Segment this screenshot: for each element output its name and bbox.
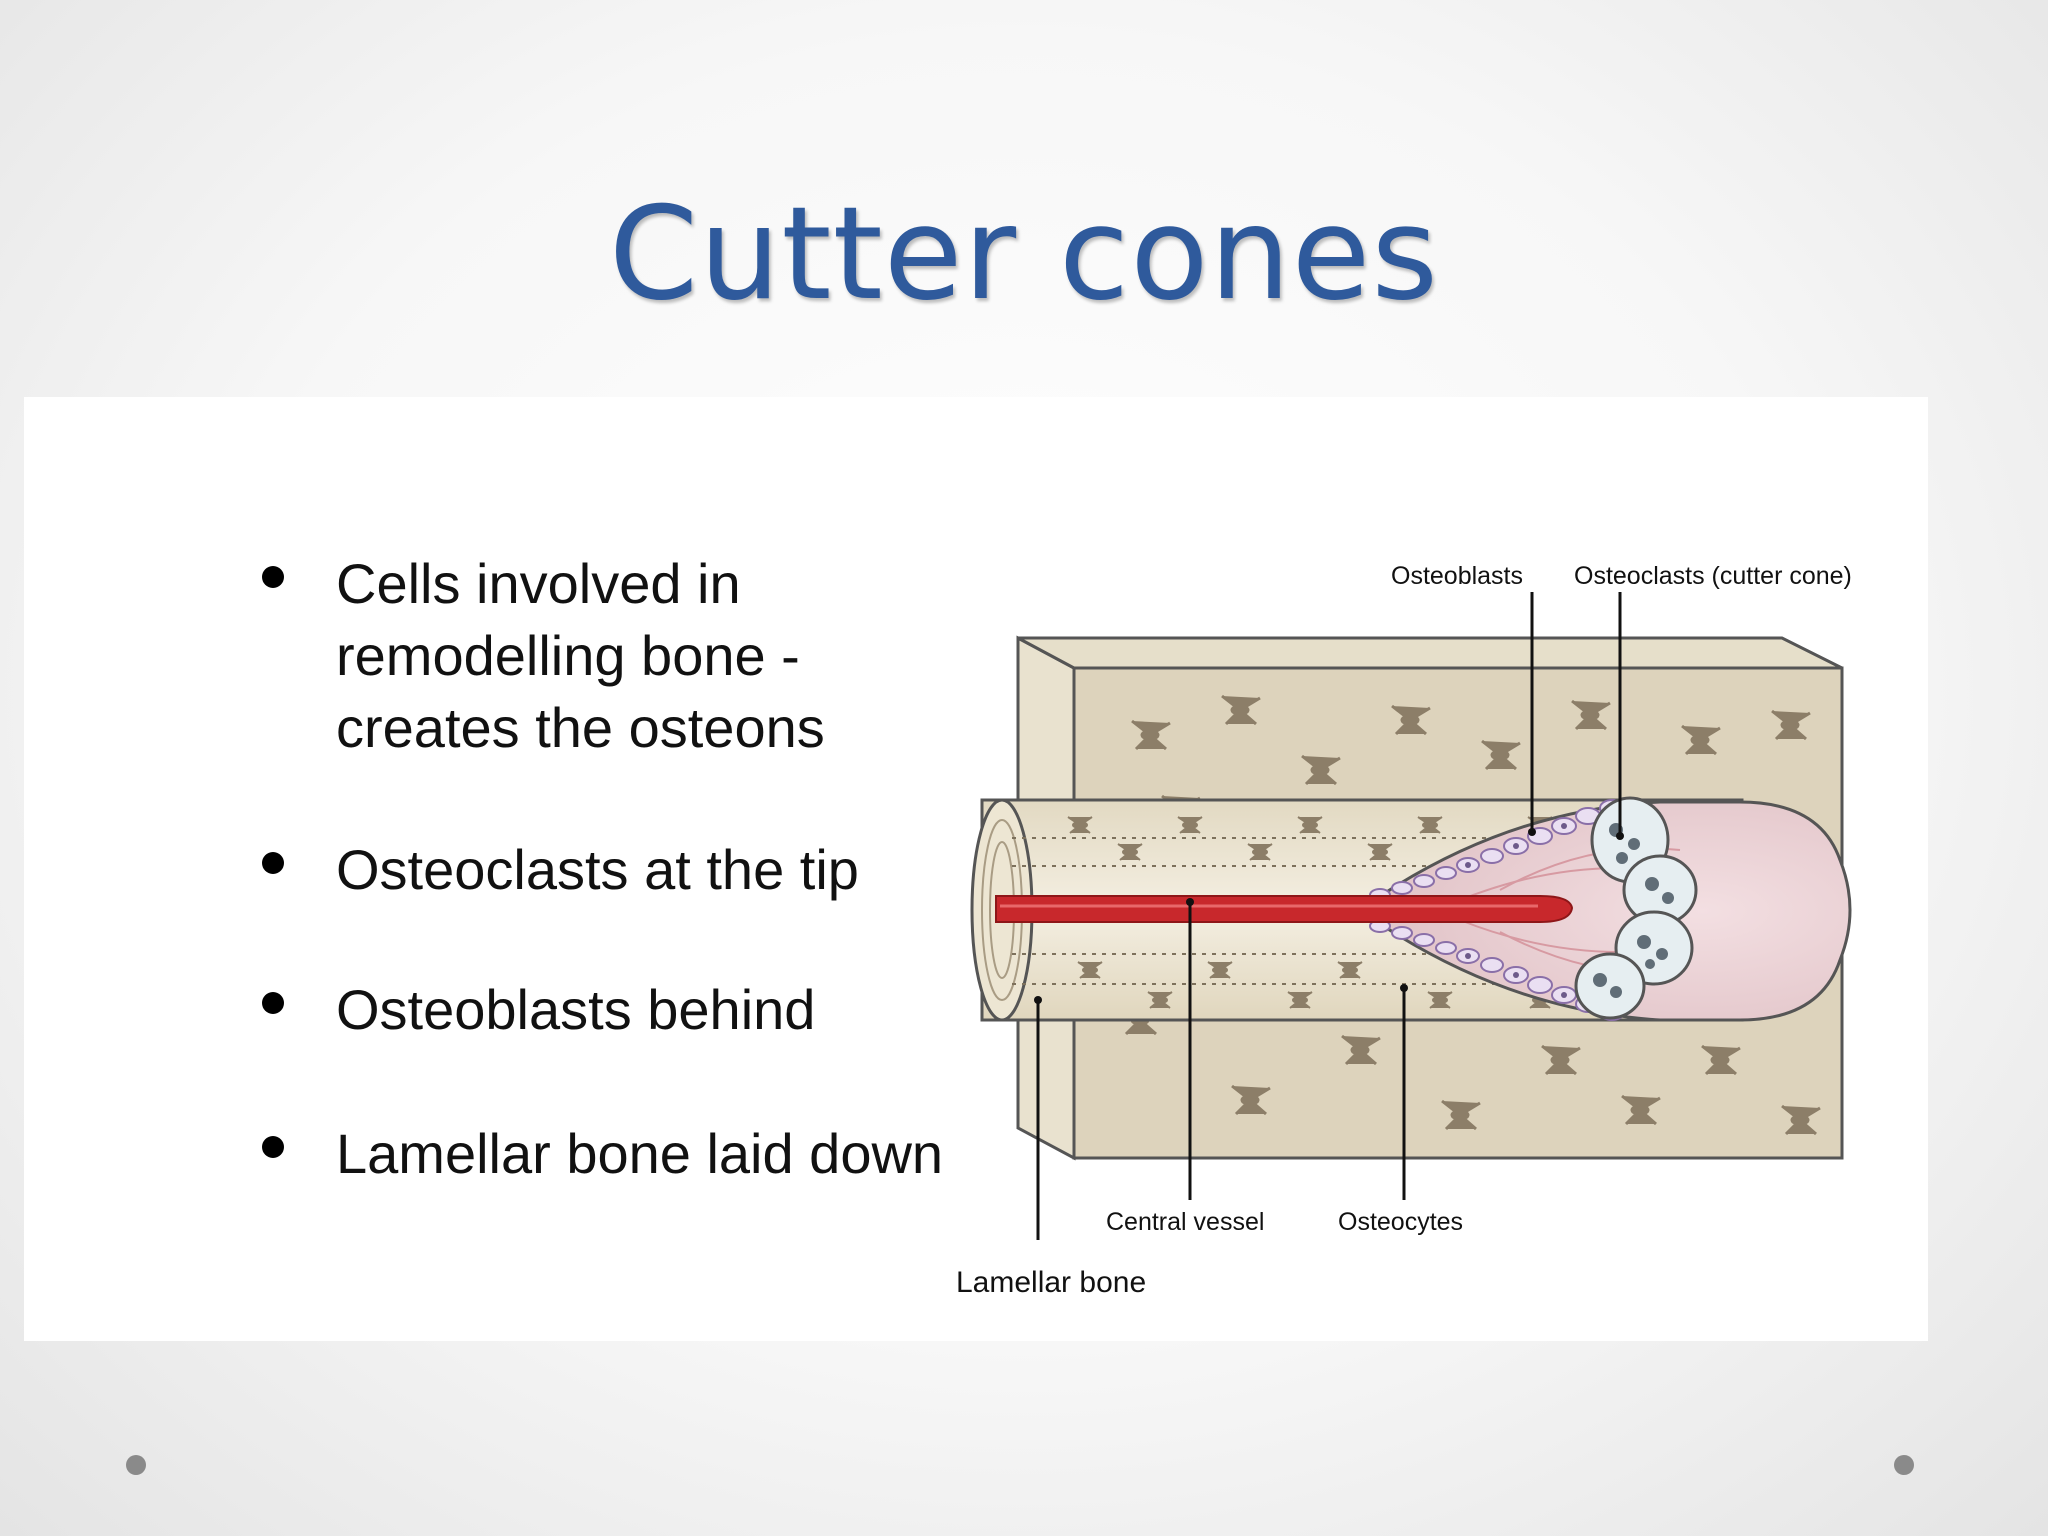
osteocyte-lacuna xyxy=(1701,1044,1741,1076)
label-osteoblasts: Osteoblasts xyxy=(1391,562,1523,590)
cutter-cone xyxy=(1357,796,1852,1022)
osteocyte-lacuna xyxy=(1221,694,1261,726)
leader-lines xyxy=(1036,592,1622,1240)
corner-dot-right xyxy=(1894,1455,1914,1475)
bullet-text: Osteoblasts behind xyxy=(336,978,816,1041)
osteocyte-lacuna xyxy=(1391,704,1431,736)
osteocyte-lacuna xyxy=(1771,709,1811,741)
osteocyte-lacuna xyxy=(1621,1094,1661,1126)
bullet-dot-icon xyxy=(262,992,284,1014)
label-osteocytes: Osteocytes xyxy=(1338,1208,1463,1236)
bullet-text: Cells involved in remodelling bone - cre… xyxy=(336,552,825,759)
label-osteoclasts: Osteoclasts (cutter cone) xyxy=(1574,562,1852,590)
cutter-cone-diagram: Osteoblasts Osteoclasts (cutter cone) Ce… xyxy=(956,562,1852,1299)
osteocyte-lacuna xyxy=(1341,1034,1381,1066)
osteocyte-lacuna xyxy=(1681,724,1721,756)
bullet-text: Lamellar bone laid down xyxy=(336,1122,944,1185)
osteoclast xyxy=(1574,952,1646,1020)
osteocyte-lacuna xyxy=(1481,739,1521,771)
bullet-dot-icon xyxy=(262,852,284,874)
corner-dot-left xyxy=(126,1455,146,1475)
osteocyte-lacuna xyxy=(1231,1084,1271,1116)
bullet-dot-icon xyxy=(262,1136,284,1158)
central-vessel xyxy=(995,895,1574,923)
bullet-dot-icon xyxy=(262,566,284,588)
label-lamellar-bone: Lamellar bone xyxy=(956,1266,1146,1299)
osteocyte-lacuna xyxy=(1541,1044,1581,1076)
osteocyte-lacuna xyxy=(1301,754,1341,786)
slide-title: Cutter cones xyxy=(608,180,1440,329)
osteocyte-lacuna xyxy=(1131,719,1171,751)
bullet-text: Osteoclasts at the tip xyxy=(336,838,859,901)
osteocyte-lacuna xyxy=(1571,699,1611,731)
bone-block-top-face xyxy=(1017,636,1843,670)
label-central-vessel: Central vessel xyxy=(1106,1208,1264,1236)
osteocyte-lacuna xyxy=(1781,1104,1821,1136)
osteocyte-lacuna xyxy=(1441,1099,1481,1131)
